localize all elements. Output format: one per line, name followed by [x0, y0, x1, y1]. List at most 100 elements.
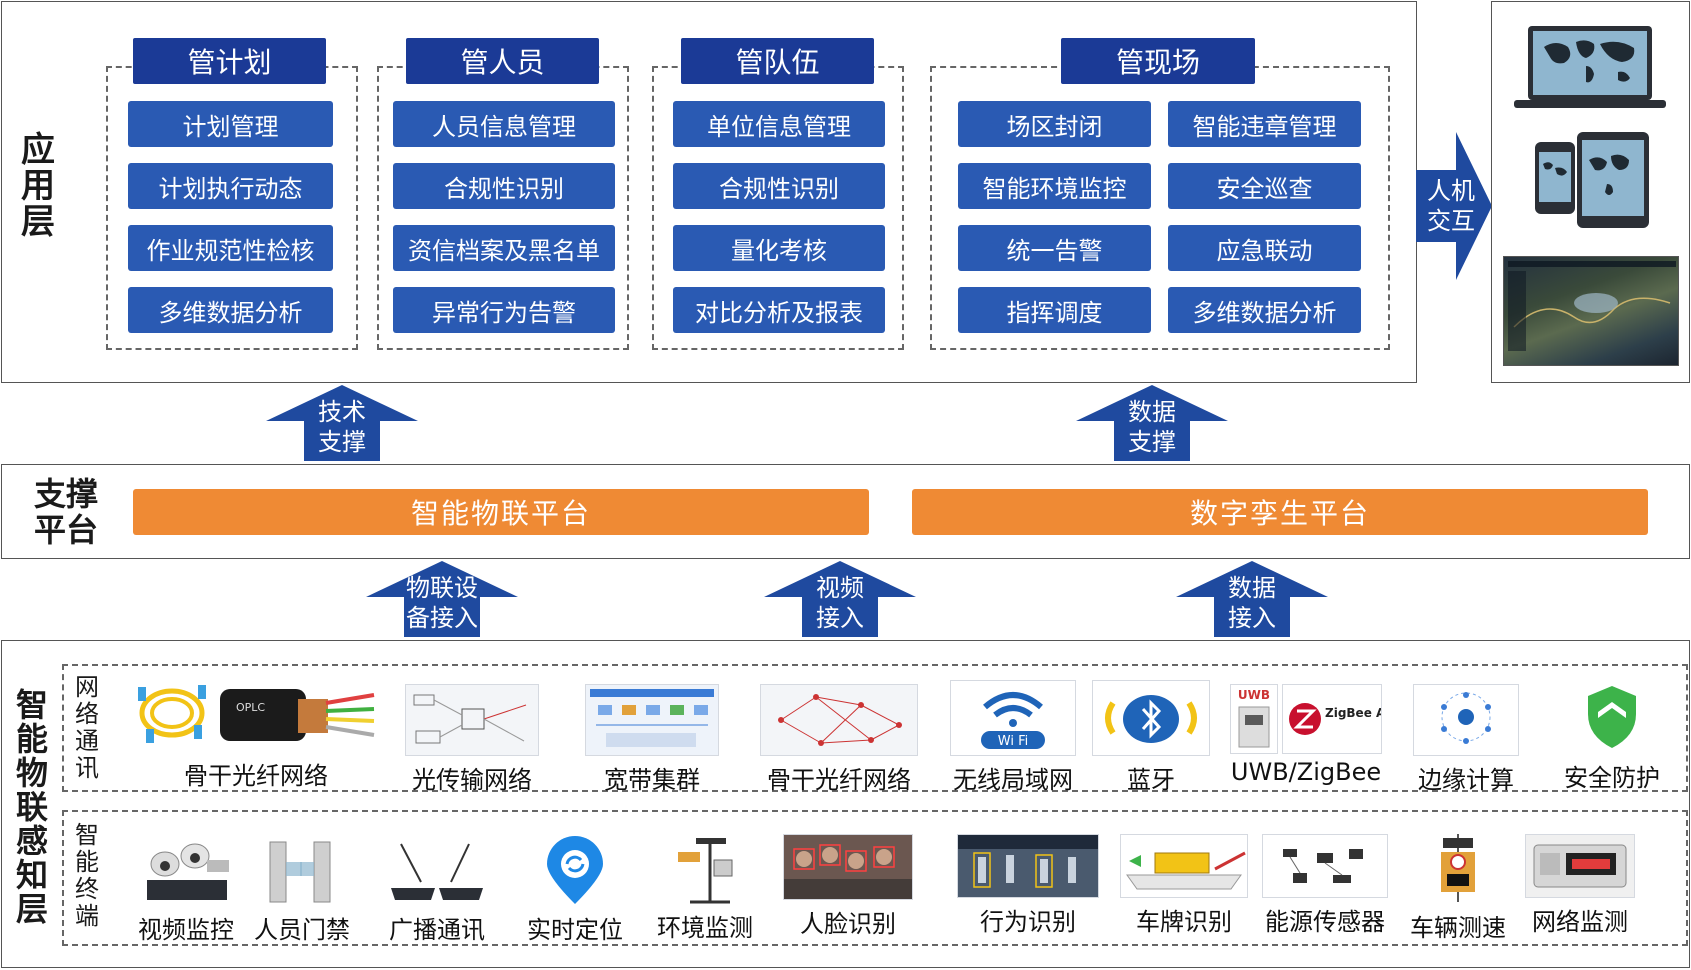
uwb-module-icon: UWB	[1238, 688, 1270, 748]
staff-item[interactable]: 人员信息管理	[393, 101, 615, 147]
support-platform-label: 支撑平台	[33, 475, 98, 549]
terminal-device-caption: 广播通讯	[389, 916, 485, 944]
terminal-device-caption: 实时定位	[527, 916, 623, 944]
bluetooth-icon	[1105, 695, 1197, 743]
site-item[interactable]: 统一告警	[958, 225, 1151, 271]
plan-item[interactable]: 作业规范性检核	[128, 225, 333, 271]
terminal-row-frame	[62, 810, 1688, 946]
up-arrow-icon	[764, 561, 916, 637]
edge-computing-icon	[1441, 692, 1491, 744]
terminal-row-label: 智能终端	[75, 821, 99, 930]
site-item[interactable]: 应急联动	[1168, 225, 1361, 271]
staff-item[interactable]: 资信档案及黑名单	[393, 225, 615, 271]
site-item[interactable]: 多维数据分析	[1168, 287, 1361, 333]
network-row-frame	[62, 664, 1688, 792]
network-device-caption: 骨干光纤网络	[184, 762, 328, 790]
terminal-device-caption: 环境监测	[657, 914, 753, 942]
network-topology-diagram-icon	[413, 694, 527, 744]
group-team-title: 管队伍	[681, 38, 874, 84]
site-item[interactable]: 安全巡查	[1168, 163, 1361, 209]
site-item[interactable]: 场区封闭	[958, 101, 1151, 147]
terminal-device[interactable]: 广播通讯	[384, 836, 490, 945]
fiber-mesh-diagram-icon	[778, 694, 902, 746]
network-device[interactable]: 光传输网络	[403, 684, 541, 795]
terminal-device[interactable]: 能源传感器	[1262, 834, 1388, 937]
terminal-device[interactable]: 环境监测	[654, 834, 756, 943]
plan-item[interactable]: 多维数据分析	[128, 287, 333, 333]
terminal-device-caption: 能源传感器	[1265, 908, 1385, 936]
hmi-arrow	[1416, 132, 1492, 280]
plan-item[interactable]: 计划管理	[128, 101, 333, 147]
terminal-device[interactable]: 行为识别	[957, 834, 1099, 937]
team-item[interactable]: 对比分析及报表	[673, 287, 885, 333]
network-row-label: 网络通讯	[75, 673, 99, 782]
broadband-cluster-diagram-icon	[590, 689, 714, 747]
network-device-caption: 宽带集群	[604, 766, 700, 794]
phone-icon	[1535, 142, 1575, 214]
group-plan-title: 管计划	[133, 38, 326, 84]
speed-radar-sign-icon	[1441, 834, 1475, 902]
network-device-caption: UWB/ZigBee	[1230, 758, 1382, 786]
iot-platform-bar[interactable]: 智能物联平台	[133, 489, 869, 535]
team-item[interactable]: 量化考核	[673, 225, 885, 271]
terminal-device-caption: 网络监测	[1532, 908, 1628, 936]
network-device[interactable]: UWB ZigBee Alliance UWB/ZigBee	[1228, 684, 1430, 786]
site-item[interactable]: 智能环境监控	[958, 163, 1151, 209]
video-access-label: 视频接入	[816, 574, 864, 632]
group-staff-title: 管人员	[406, 38, 599, 84]
team-item[interactable]: 单位信息管理	[673, 101, 885, 147]
tablet-icon	[1577, 132, 1649, 228]
wifi-icon: Wi Fi	[981, 692, 1045, 749]
terminal-device[interactable]: 人员门禁	[254, 836, 350, 945]
site-item[interactable]: 智能违章管理	[1168, 101, 1361, 147]
terminal-device[interactable]: 人脸识别	[782, 834, 914, 939]
conference-microphone-icon	[391, 843, 483, 900]
svg-text:Wi Fi: Wi Fi	[998, 734, 1028, 749]
network-device[interactable]: 安全防护	[1558, 680, 1666, 793]
location-pin-icon	[547, 836, 603, 904]
staff-item[interactable]: 合规性识别	[393, 163, 615, 209]
terminal-device[interactable]: 车辆测速	[1408, 832, 1508, 943]
terminal-device-caption: 人员门禁	[254, 916, 350, 944]
terminal-device[interactable]: 视频监控	[134, 836, 238, 945]
tech-support-arrow: 技术支撑	[266, 385, 418, 461]
terminal-device[interactable]: 车牌识别	[1120, 834, 1248, 937]
network-device[interactable]: 宽带集群	[585, 684, 719, 795]
plan-item[interactable]: 计划执行动态	[128, 163, 333, 209]
network-device[interactable]: 蓝牙	[1092, 680, 1210, 795]
license-plate-gate-icon	[1126, 851, 1246, 890]
data-access-arrow: 数据接入	[1176, 561, 1328, 637]
fiber-patch-cord-icon	[138, 685, 206, 743]
up-arrow-icon	[1076, 385, 1228, 461]
digital-twin-platform-bar[interactable]: 数字孪生平台	[912, 489, 1648, 535]
terminal-device-caption: 人脸识别	[800, 910, 896, 938]
staff-item[interactable]: 异常行为告警	[393, 287, 615, 333]
terminal-device-caption: 车辆测速	[1410, 914, 1506, 942]
terminal-device-caption: 行为识别	[980, 908, 1076, 936]
energy-sensor-icon	[1283, 849, 1363, 883]
svg-text:ZigBee Alliance: ZigBee Alliance	[1325, 706, 1381, 720]
right-arrow-icon	[1416, 132, 1492, 280]
network-device-caption: 边缘计算	[1418, 766, 1514, 794]
network-device[interactable]: Wi Fi 无线局域网	[948, 680, 1078, 795]
network-device-caption: 蓝牙	[1127, 766, 1175, 794]
network-device[interactable]: 骨干光纤网络	[760, 684, 918, 795]
data-support-label: 数据支撑	[1128, 398, 1176, 456]
terminal-device-caption: 视频监控	[138, 916, 234, 944]
application-layer-label: 应用层	[21, 130, 55, 242]
terminal-device[interactable]: 实时定位	[527, 836, 623, 945]
hmi-label: 人机交互	[1427, 177, 1475, 235]
optical-cable-icon: OPLC	[220, 689, 375, 741]
network-device[interactable]: OPLC 骨干光纤网络	[128, 676, 384, 791]
terminal-device[interactable]: 网络监测	[1524, 834, 1636, 937]
behavior-recognition-image	[958, 835, 1098, 897]
team-item[interactable]: 合规性识别	[673, 163, 885, 209]
network-device[interactable]: 边缘计算	[1410, 684, 1522, 795]
site-item[interactable]: 指挥调度	[958, 287, 1151, 333]
network-meter-icon	[1533, 844, 1627, 888]
environment-sensor-icon	[678, 838, 733, 904]
perception-layer-label: 智能物联感知层	[15, 686, 48, 928]
map-screen-image	[1503, 256, 1679, 366]
up-arrow-icon	[366, 561, 518, 637]
laptop-icon	[1514, 22, 1666, 112]
